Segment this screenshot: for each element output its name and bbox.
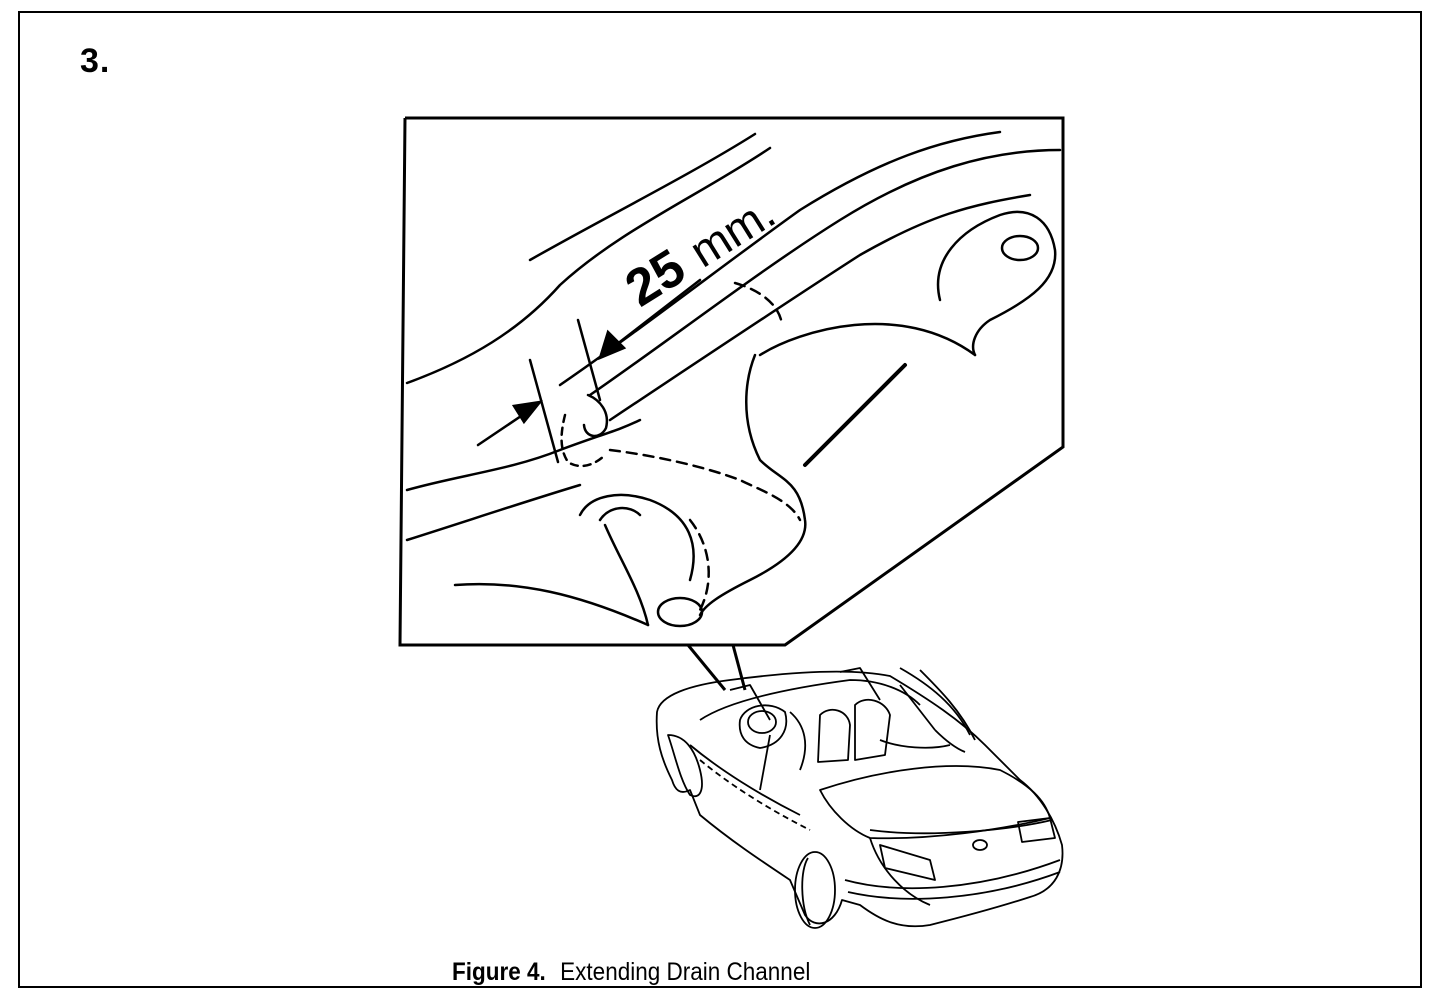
figure-caption-text: Extending Drain Channel — [560, 958, 811, 986]
convertible-car-drawing — [655, 667, 1064, 929]
dimension-unit: mm. — [680, 186, 783, 277]
step-number: 3. — [80, 42, 111, 80]
figure-caption-label: Figure 4. — [452, 958, 546, 986]
figure-frame — [18, 11, 1422, 988]
detail-callout — [398, 116, 1065, 691]
dimension-value: 25 — [616, 238, 696, 318]
dimension-annotation: 25 mm. — [616, 186, 784, 318]
figure-caption: Figure 4. Extending Drain Channel — [452, 958, 810, 987]
drain-channel-detail — [405, 130, 1062, 628]
